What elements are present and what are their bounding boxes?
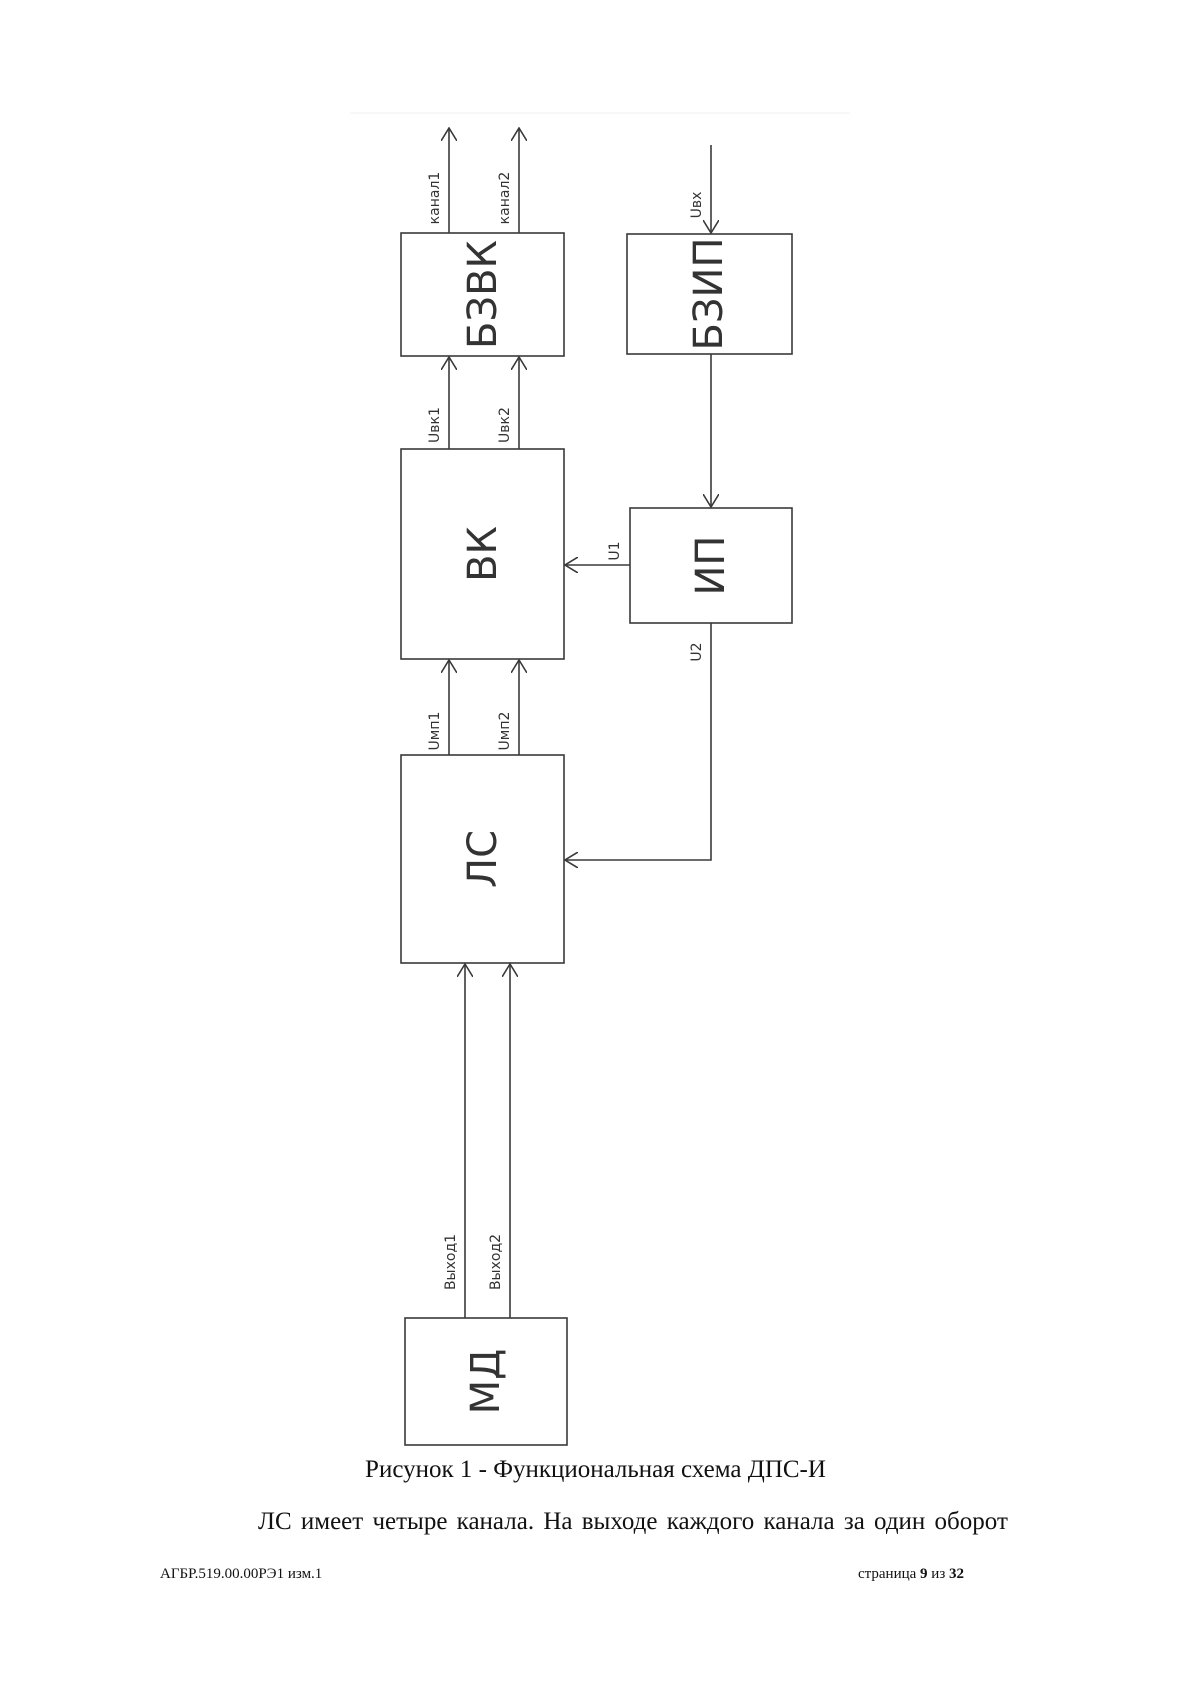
footer-of-word: из xyxy=(931,1566,946,1582)
block-md: МД xyxy=(404,1317,568,1446)
block-ls: ЛС xyxy=(400,754,565,964)
functional-diagram: БЗВК БЗИП ВК ИП ЛС МД канал1 канал2 Uвх … xyxy=(350,112,850,1446)
arrow-u2 xyxy=(565,623,712,860)
block-md-label: МД xyxy=(463,1349,509,1415)
label-uvk1: Uвк1 xyxy=(427,407,443,443)
footer-page-number: 9 xyxy=(920,1566,928,1582)
label-uvx: Uвх xyxy=(689,192,705,219)
label-kanal1: канал1 xyxy=(427,172,443,225)
footer-page-total: 32 xyxy=(949,1566,964,1582)
label-vyhod1: Выход1 xyxy=(443,1234,459,1290)
label-kanal2: канал2 xyxy=(497,172,513,225)
label-vyhod2: Выход2 xyxy=(488,1234,504,1290)
footer-page-word: страница xyxy=(858,1566,917,1582)
footer-doc-code: АГБР.519.00.00РЭ1 изм.1 xyxy=(160,1566,323,1582)
label-ump2: Uмп2 xyxy=(497,712,513,751)
block-vk-label: ВК xyxy=(460,526,506,582)
label-ump1: Uмп1 xyxy=(427,712,443,751)
label-u1: U1 xyxy=(607,541,623,560)
figure-caption: Рисунок 1 - Функциональная схема ДПС-И xyxy=(365,1456,826,1483)
block-ip: ИП xyxy=(629,507,793,624)
block-bzvk: БЗВК xyxy=(400,232,565,357)
block-ls-label: ЛС xyxy=(460,830,506,888)
block-bzip: БЗИП xyxy=(626,233,793,355)
body-paragraph: ЛС имеет четыре канала. На выходе каждог… xyxy=(258,1508,1008,1535)
footer-page-info: страница 9 из 32 xyxy=(858,1566,964,1583)
label-uvk2: Uвк2 xyxy=(497,407,513,443)
block-vk: ВК xyxy=(400,448,565,660)
label-u2: U2 xyxy=(689,642,705,661)
block-bzip-label: БЗИП xyxy=(686,237,732,350)
block-bzvk-label: БЗВК xyxy=(460,240,506,349)
block-ip-label: ИП xyxy=(688,536,734,596)
